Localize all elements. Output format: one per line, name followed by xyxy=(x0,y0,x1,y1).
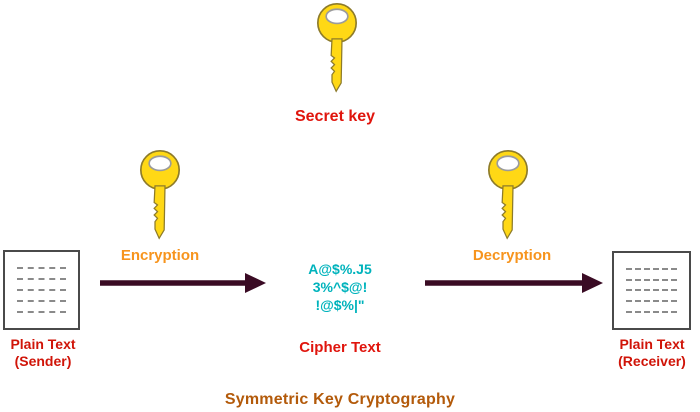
encryption-key-icon xyxy=(139,149,181,240)
diagram-title: Symmetric Key Cryptography xyxy=(224,391,456,408)
document-text-line xyxy=(626,311,677,314)
sender-label-title: Plain Text xyxy=(10,336,76,352)
document-text-line xyxy=(626,278,677,281)
document-icon xyxy=(612,251,691,330)
decryption-arrow-icon xyxy=(425,273,603,293)
receiver-label-title: Plain Text xyxy=(619,336,685,352)
document-text-line xyxy=(17,289,66,291)
cipher-line: !@$%|" xyxy=(315,297,365,313)
document-text-line xyxy=(626,267,677,270)
sender-label: Plain Text (Sender) xyxy=(0,336,86,370)
receiver-label: Plain Text (Receiver) xyxy=(604,336,700,370)
encryption-arrow-icon xyxy=(100,273,266,293)
sender-label-subtitle: (Sender) xyxy=(14,353,72,369)
decryption-label: Decryption xyxy=(472,247,552,264)
secret-key-label: Secret key xyxy=(294,108,376,125)
cipher-line: A@$%.J5 xyxy=(308,261,372,277)
cipher-text-block: A@$%.J5 3%^$@! !@$%|" xyxy=(290,260,390,314)
encryption-label: Encryption xyxy=(120,247,200,264)
receiver-label-subtitle: (Receiver) xyxy=(618,353,686,369)
document-text-line xyxy=(626,300,677,303)
document-text-line xyxy=(17,300,66,302)
document-icon xyxy=(3,250,80,330)
cipher-line: 3%^$@! xyxy=(312,279,368,295)
document-text-line xyxy=(17,267,66,269)
document-text-line xyxy=(17,278,66,280)
document-text-line xyxy=(626,289,677,292)
document-text-line xyxy=(17,311,66,313)
cipher-text-label: Cipher Text xyxy=(299,339,381,356)
secret-key-icon xyxy=(317,3,357,93)
decryption-key-icon xyxy=(488,149,529,240)
